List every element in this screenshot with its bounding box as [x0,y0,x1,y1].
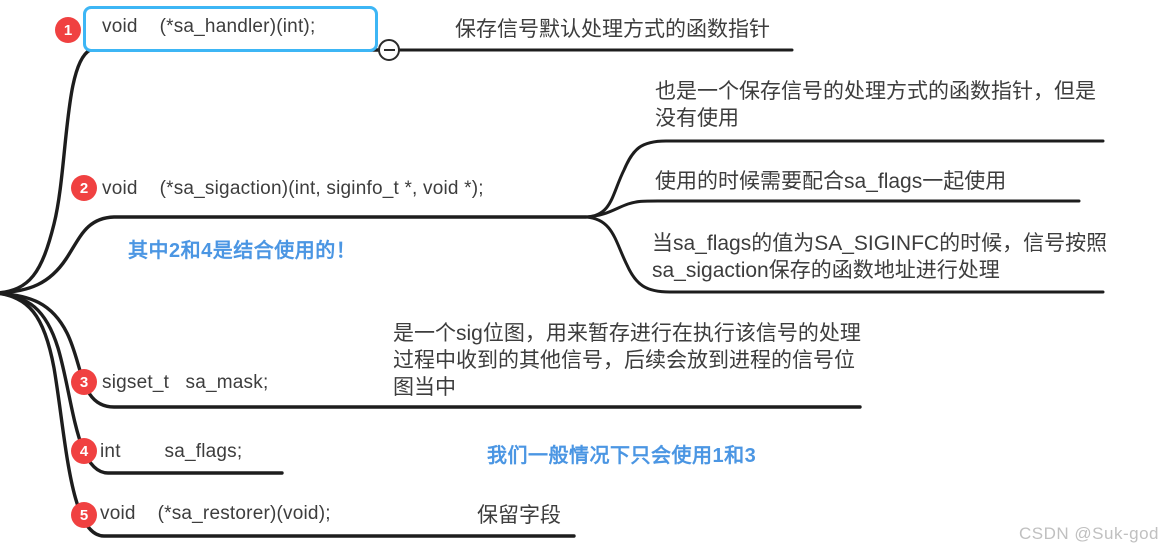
node5-child-text[interactable]: 保留字段 [477,504,561,527]
node1-code[interactable]: void (*sa_handler)(int); [102,16,316,37]
branch-node3 [0,291,862,409]
floating-note-1and3[interactable]: 我们一般情况下只会使用1和3 [487,445,757,467]
branch-node1 [0,48,380,295]
node1-child-text[interactable]: 保存信号默认处理方式的函数指针 [455,18,770,41]
node1-number-badge: 1 [55,17,81,43]
node3-child-text[interactable]: 是一个sig位图，用来暂存进行在执行该信号的处理过程中收到的其他信号，后续会放到… [393,322,861,399]
branch-node2-child2 [584,199,1081,219]
node5-number-badge: 5 [71,502,97,528]
csdn-watermark: CSDN @Suk-god [1019,524,1159,543]
branch-node4 [0,291,284,475]
node5-code[interactable]: void (*sa_restorer)(void); [100,503,331,524]
node2-child1-text[interactable]: 也是一个保存信号的处理方式的函数指针，但是没有使用 [655,80,1096,130]
node3-number-badge: 3 [71,369,97,395]
branch-node2-child3 [584,215,1105,294]
node2-child3-text[interactable]: 当sa_flags的值为SA_SIGINFC的时候，信号按照sa_sigacti… [652,232,1108,282]
node4-code[interactable]: int sa_flags; [100,441,243,462]
node2-code[interactable]: void (*sa_sigaction)(int, siginfo_t *, v… [102,178,484,199]
node4-number-badge: 4 [71,438,97,464]
node2-number-badge: 2 [71,175,97,201]
minus-icon [383,49,395,51]
node3-code[interactable]: sigset_t sa_mask; [102,372,269,393]
node2-child2-text[interactable]: 使用的时候需要配合sa_flags一起使用 [655,170,1007,193]
branch-node2 [0,215,588,295]
collapse-toggle-node1[interactable] [378,39,400,61]
branch-node2-child1 [584,139,1105,219]
selection-box-node1[interactable] [83,6,378,52]
floating-note-2and4[interactable]: 其中2和4是结合使用的！ [128,240,357,262]
